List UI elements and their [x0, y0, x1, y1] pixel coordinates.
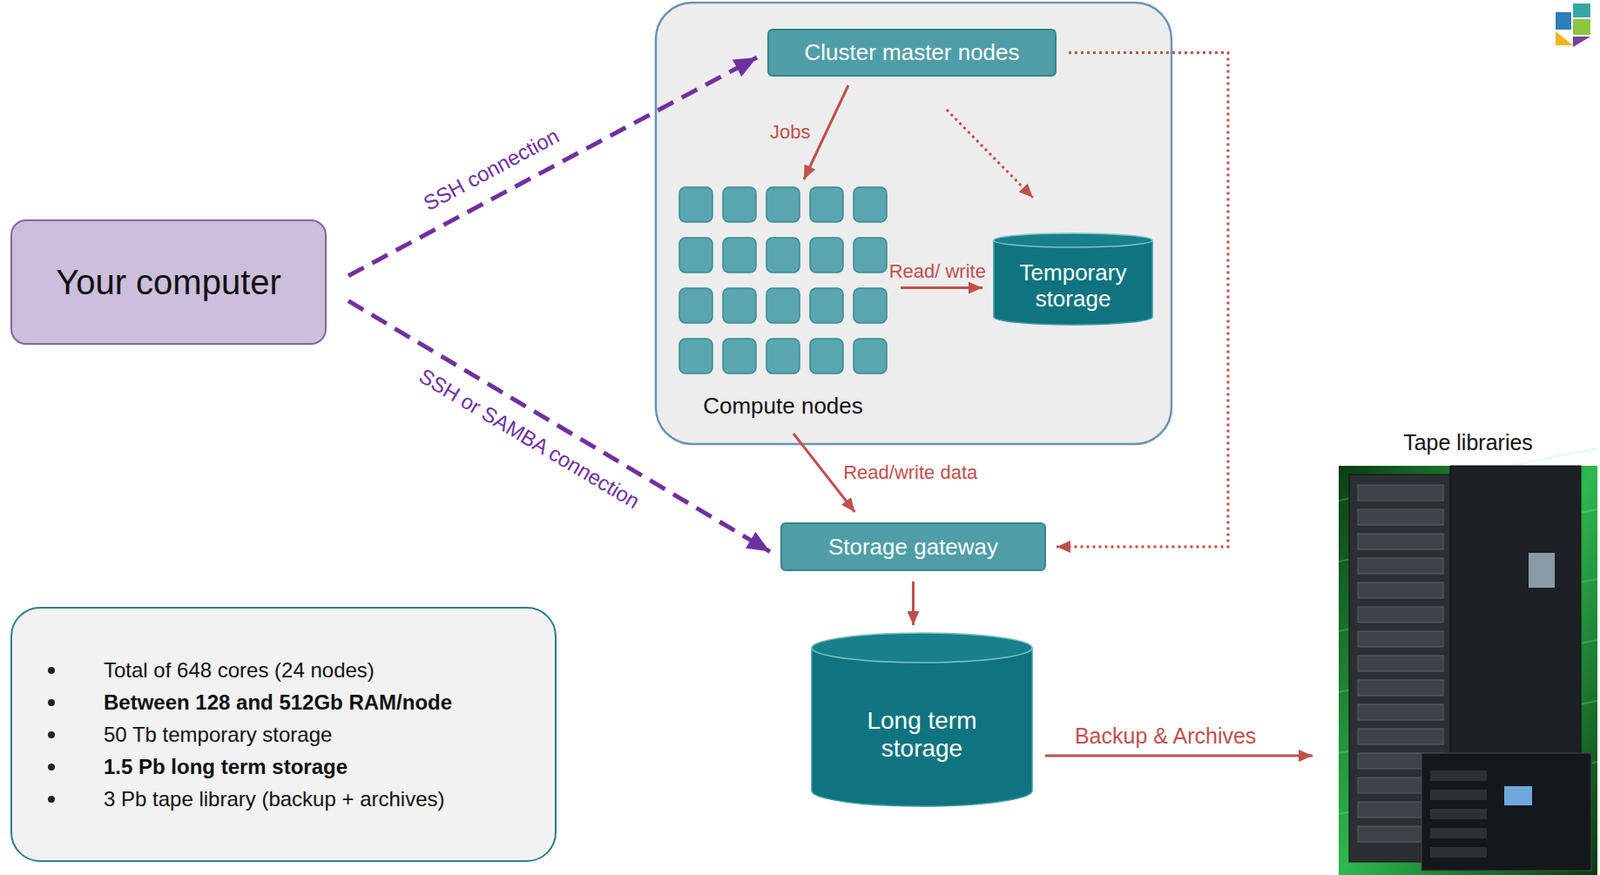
spec-item: 50 Tb temporary storage: [103, 718, 332, 751]
connection-label: Read/ write: [889, 260, 986, 283]
connector: [1045, 755, 1313, 758]
box-label: Storage gateway: [828, 533, 999, 561]
connection-label: Read/write data: [843, 461, 978, 484]
connection-label: SSH connection: [419, 123, 564, 216]
compute-node: [722, 237, 757, 273]
cylinder-top: [811, 633, 1033, 663]
tape-drive: [1430, 828, 1487, 839]
tape-slot: [1357, 607, 1444, 623]
compute-node: [853, 338, 887, 374]
tape-drive: [1430, 770, 1487, 782]
connector: [348, 301, 770, 553]
storage-label: Long term storage: [835, 707, 1010, 763]
connector: [911, 581, 915, 626]
compute-node: [722, 187, 757, 223]
connection-label: Jobs: [769, 121, 811, 143]
tape-slot: [1357, 558, 1444, 574]
compute-grid-shape: [678, 186, 888, 379]
compute-node: [679, 237, 713, 273]
tape-drive: [1430, 809, 1487, 820]
connector: [348, 57, 757, 277]
connection-label: Backup & Archives: [1074, 723, 1256, 750]
connector: [900, 286, 983, 290]
connection-label: SSH or SAMBA connection: [414, 364, 644, 514]
storage-label: Temporary storage: [1005, 260, 1141, 313]
tape-library: Tape libraries: [1338, 426, 1598, 875]
logo-piece: [1555, 12, 1572, 30]
tape-slot: [1357, 729, 1444, 745]
logo-piece: [1572, 19, 1591, 35]
rack-panel: [1528, 553, 1555, 588]
picture-ground: [1338, 465, 1598, 875]
spec-item: Total of 648 cores (24 nodes): [103, 654, 375, 687]
compute-node: [810, 237, 844, 273]
compute-node: [853, 187, 887, 223]
tape-slot: [1357, 680, 1444, 696]
connector: [803, 85, 849, 180]
compute-node: [810, 288, 844, 324]
compute-node: [853, 288, 887, 324]
figure-label: Tape libraries: [1403, 430, 1533, 456]
compute-node: [722, 288, 757, 324]
computer-box: Your computer: [10, 219, 327, 345]
unit-display: [1504, 786, 1533, 806]
cylinder-top: [993, 233, 1153, 248]
compute-node: [766, 237, 800, 273]
master-node-box: Cluster master nodes: [767, 28, 1057, 77]
tape-library-picture: [1338, 465, 1598, 875]
cylinder-body: [811, 648, 1033, 807]
compute-node: [679, 187, 713, 223]
compute-node: [853, 237, 887, 273]
logo-piece: [1572, 36, 1591, 48]
tape-slot: [1357, 485, 1444, 501]
connector: [946, 109, 1033, 198]
box-label: Cluster master nodes: [803, 39, 1020, 67]
gateway-box: Storage gateway: [780, 522, 1047, 572]
logo: [1555, 3, 1591, 48]
spec-item: Between 128 and 512Gb RAM/node: [103, 686, 453, 719]
tape-slot: [1357, 631, 1444, 648]
box-label: Your computer: [55, 263, 282, 303]
compute-node: [810, 338, 844, 374]
compute-node-grid: Compute nodes: [678, 186, 888, 422]
logo-piece: [1572, 3, 1591, 18]
tape-drive: [1430, 789, 1487, 801]
spec-item: 1.5 Pb long term storage: [103, 750, 348, 784]
compute-node: [722, 338, 757, 374]
storage-cylinder: Temporary storage: [992, 232, 1154, 325]
compute-node: [766, 288, 800, 324]
logo-piece: [1555, 31, 1573, 46]
cylinder-body: [993, 240, 1153, 325]
tape-slot: [1357, 655, 1444, 672]
compute-node: [679, 288, 713, 324]
compute-node: [766, 338, 800, 374]
tape-rack: [1450, 465, 1581, 756]
tape-drive: [1430, 847, 1487, 858]
tape-unit: [1421, 753, 1592, 871]
group-label: Compute nodes: [702, 392, 864, 420]
compute-node: [810, 187, 844, 223]
compute-node: [679, 338, 713, 374]
tape-slot: [1357, 582, 1444, 599]
tape-slot: [1357, 533, 1444, 550]
tape-slot: [1357, 509, 1444, 526]
spec-item: 3 Pb tape library (backup + archives): [103, 783, 446, 816]
compute-node: [766, 187, 800, 223]
specs-box: Total of 648 cores (24 nodes)Between 128…: [10, 607, 557, 863]
storage-cylinder: Long term storage: [810, 632, 1033, 807]
tape-slot: [1357, 704, 1444, 721]
